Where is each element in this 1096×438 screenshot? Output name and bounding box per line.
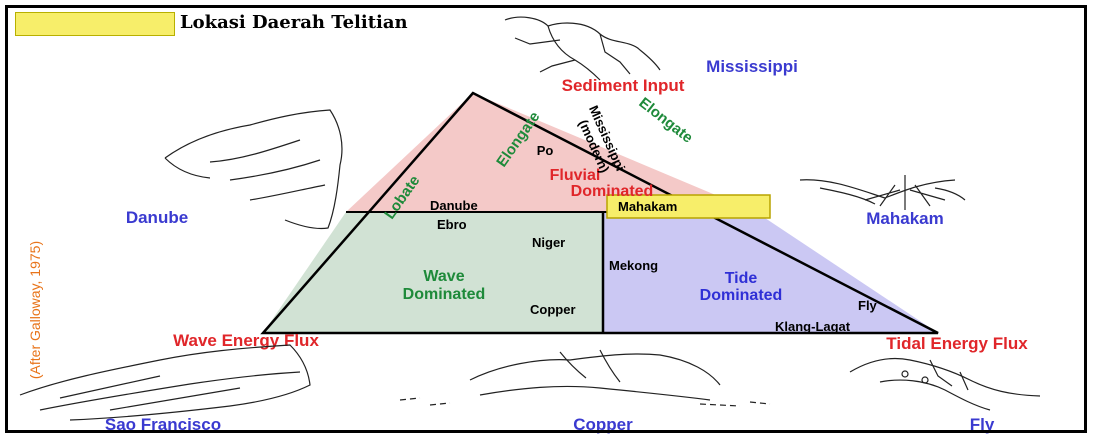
wave-label-2: Dominated: [403, 286, 486, 303]
tide-label-1: Tide: [725, 270, 758, 287]
niger-label: Niger: [532, 235, 565, 250]
ebro-label: Ebro: [437, 217, 467, 232]
tidal-energy-flux-label: Tidal Energy Flux: [886, 334, 1028, 353]
danube-triangle-label: Danube: [430, 198, 478, 213]
sao-francisco-map-label: Sao Francisco: [105, 415, 221, 434]
wave-energy-flux-label: Wave Energy Flux: [173, 331, 319, 350]
fly-map-sketch: [850, 359, 1040, 411]
mahakam-map-label: Mahakam: [866, 209, 943, 228]
wave-label-1: Wave: [423, 268, 464, 285]
mahakam-triangle-label: Mahakam: [618, 199, 677, 214]
fluvial-label-2: Dominated: [571, 183, 654, 200]
mississippi-map-sketch: [505, 17, 660, 80]
sao-francisco-map-sketch: [20, 345, 310, 420]
sediment-input-label: Sediment Input: [562, 76, 685, 95]
copper-map-sketch: [400, 350, 770, 406]
mekong-label: Mekong: [609, 258, 658, 273]
copper-triangle-label: Copper: [530, 302, 576, 317]
elongate-right-label: Elongate: [636, 94, 696, 146]
fly-triangle-label: Fly: [858, 298, 878, 313]
fly-map-label: Fly: [970, 415, 995, 434]
copper-map-label: Copper: [573, 415, 633, 434]
fluvial-label-1: Fluvial: [550, 167, 601, 184]
tide-label-2: Dominated: [700, 287, 783, 304]
citation-label: (After Galloway, 1975): [27, 241, 43, 379]
mississippi-map-label: Mississippi: [706, 57, 798, 76]
danube-map-label: Danube: [126, 208, 188, 227]
mahakam-map-sketch: [800, 175, 965, 210]
danube-map-sketch: [165, 110, 342, 229]
po-label: Po: [537, 143, 554, 158]
klang-lagat-label: Klang-Lagat: [775, 319, 851, 334]
